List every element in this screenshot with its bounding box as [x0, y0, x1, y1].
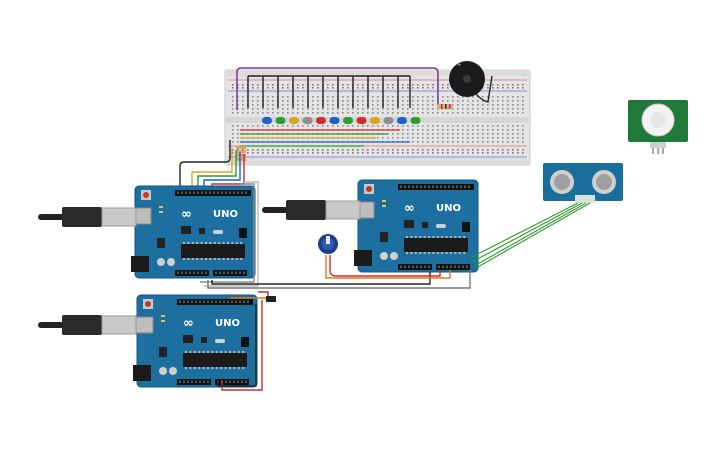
pir-sensor[interactable] — [628, 100, 688, 154]
led[interactable] — [397, 117, 407, 124]
breadboard-to-uno1-wires[interactable] — [179, 140, 245, 190]
led[interactable] — [383, 117, 394, 124]
led[interactable] — [356, 117, 367, 124]
ultrasonic-wires[interactable] — [469, 202, 591, 269]
led[interactable] — [343, 117, 353, 124]
resistor[interactable] — [437, 104, 453, 109]
led[interactable] — [370, 117, 380, 124]
uno-label: UNO — [213, 209, 238, 220]
arduino-logo: ∞ — [404, 201, 415, 216]
jumper-connector[interactable] — [266, 296, 276, 302]
led[interactable] — [275, 117, 286, 124]
potentiometer[interactable] — [318, 234, 338, 254]
led[interactable] — [289, 117, 299, 124]
uno-label: UNO — [215, 318, 240, 329]
led[interactable] — [302, 117, 313, 124]
ultrasonic-sensor[interactable] — [543, 163, 623, 203]
arduino-logo: ∞ — [183, 316, 194, 331]
board-interconnect-wires[interactable] — [200, 181, 471, 391]
svg-text:+: + — [457, 62, 461, 68]
arduino-logo: ∞ — [181, 207, 192, 222]
resistor-bank[interactable] — [236, 146, 246, 161]
arduino-uno-2[interactable]: ∞ UNO — [354, 179, 479, 273]
arduino-uno-3[interactable]: ∞ UNO — [133, 294, 258, 388]
led[interactable] — [316, 117, 326, 124]
led[interactable] — [262, 117, 272, 124]
breadboard-signal-wires[interactable] — [240, 129, 410, 147]
led-row[interactable] — [262, 117, 421, 124]
arduino-uno-1[interactable]: ∞ UNO — [131, 185, 256, 279]
piezo-buzzer[interactable]: + — [449, 61, 485, 97]
usb-cable-1[interactable] — [38, 207, 137, 227]
wire-purple[interactable] — [236, 67, 439, 110]
usb-cable-3[interactable] — [38, 315, 137, 335]
usb-cable-2[interactable] — [262, 200, 361, 220]
led[interactable] — [329, 117, 340, 124]
uno-label: UNO — [436, 203, 461, 214]
led[interactable] — [410, 117, 421, 124]
